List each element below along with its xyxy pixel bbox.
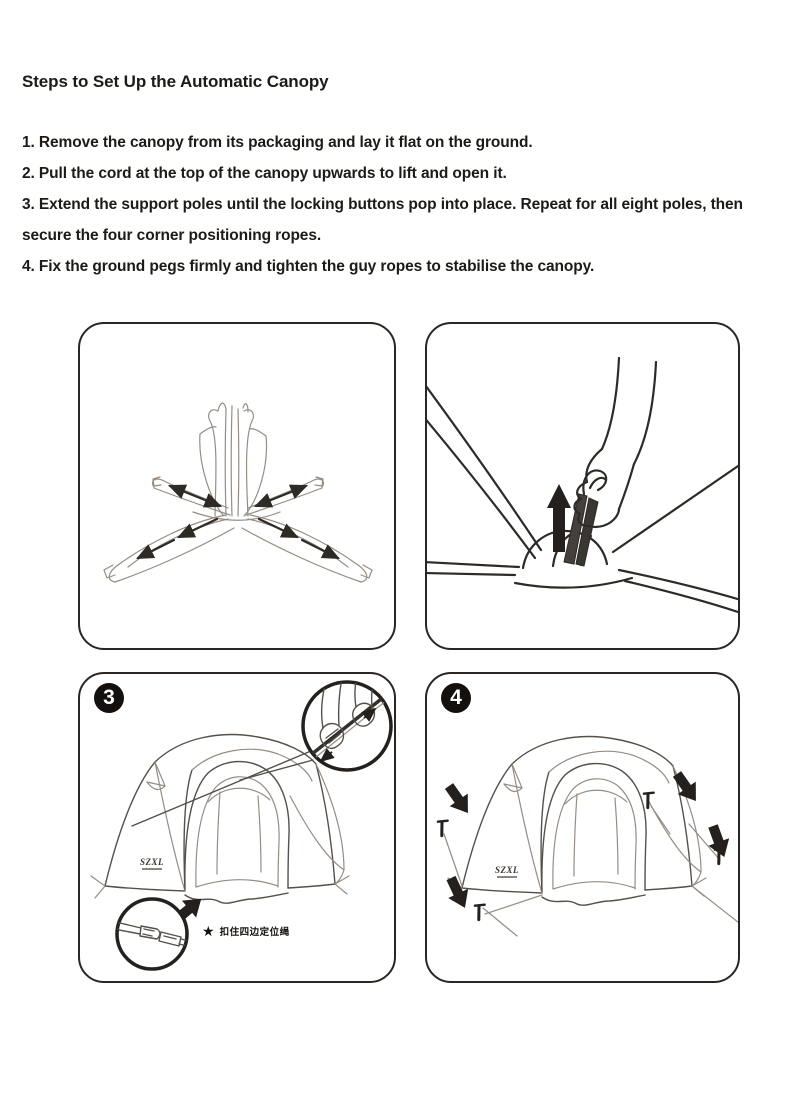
step-item-1: 1. Remove the canopy from its packaging … [22, 134, 533, 151]
mid-left-arm [151, 476, 231, 516]
mid-right-arm [245, 476, 325, 516]
note-text: 扣住四边定位绳 [219, 927, 290, 938]
panel-step4-illustration: 4 SZXL [425, 672, 740, 983]
down-arrow-icon [708, 824, 730, 858]
fabric-bundle [192, 402, 281, 521]
step-item-3: 3. Extend the support poles until the lo… [22, 196, 743, 244]
step-item-2: 2. Pull the cord at the top of the canop… [22, 165, 507, 182]
pull-cord-drawing [427, 356, 738, 614]
step-item-4: 4. Fix the ground pegs firmly and tighte… [22, 258, 595, 275]
positioning-rope-note: ★ 扣住四边定位绳 [202, 924, 290, 938]
panel-step2-illustration [425, 322, 740, 650]
setup-steps-list: 1. Remove the canopy from its packaging … [22, 127, 778, 282]
tent-logo: SZXL [495, 866, 519, 878]
step4-badge: 4 [441, 683, 471, 713]
folded-canopy-drawing [103, 402, 373, 583]
down-arrow-icon [444, 783, 468, 814]
detail-circle-pole-extend [301, 680, 393, 772]
tent-logo: SZXL [140, 858, 164, 870]
guy-ropes [443, 805, 738, 937]
leader-lines [131, 750, 314, 827]
star-icon: ★ [202, 923, 215, 939]
down-arrow-icon [446, 875, 469, 908]
page-title: Steps to Set Up the Automatic Canopy [22, 72, 329, 91]
panel-step3-illustration: 3 SZXL ★ 扣住四边定位绳 [78, 672, 396, 983]
panel-step1-illustration [78, 322, 396, 650]
hand-drawing [573, 356, 658, 529]
tent-pegs-drawing [436, 735, 738, 937]
lower-left-arm [103, 514, 235, 583]
lower-right-arm [241, 514, 373, 583]
down-arrow-icon [672, 771, 696, 802]
ground-pegs [436, 791, 726, 922]
peg-arrows [444, 771, 730, 908]
pull-strap [563, 493, 599, 567]
detail-circle-buckle [115, 897, 189, 971]
tent-clip-ropes-drawing [90, 680, 393, 971]
dome-tent-drawing [90, 733, 350, 904]
step3-badge: 3 [94, 683, 124, 713]
up-arrow-icon [547, 484, 571, 552]
